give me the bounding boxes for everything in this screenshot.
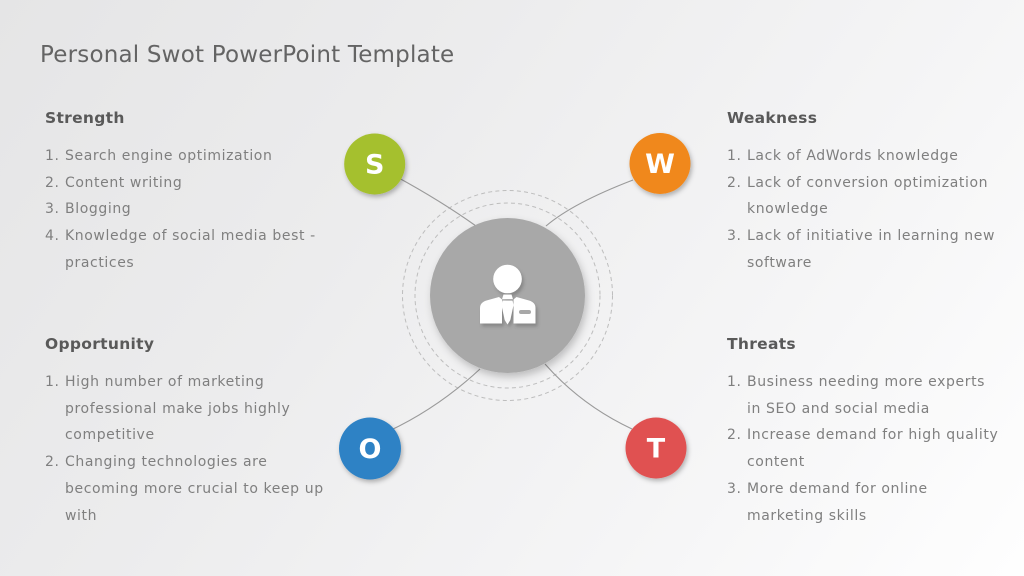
strength-badge: S — [344, 133, 406, 195]
item-text: Blogging — [65, 201, 132, 218]
list-item: 1. High number of marketing professional… — [45, 369, 355, 449]
list-item: 3. More demand for online marketing skil… — [727, 476, 1024, 529]
section-strength: Strength 1. Search engine optimization 2… — [45, 107, 355, 277]
item-number: 1. — [45, 374, 60, 390]
connector-line-opportunity — [388, 368, 481, 432]
list-item: 1. Lack of AdWords knowledge — [727, 143, 1024, 170]
item-number: 3. — [45, 201, 60, 218]
section-weakness: Weakness 1. Lack of AdWords knowledge 2.… — [727, 107, 1024, 277]
pocket-dash-icon — [519, 310, 531, 314]
list-item: 2. Content writing — [45, 170, 355, 197]
person-head — [493, 264, 522, 294]
weakness-list: 1. Lack of AdWords knowledge 2. Lack of … — [727, 143, 1024, 277]
item-text: High number of marketing professional ma… — [65, 374, 291, 444]
person-tie-knot — [502, 294, 513, 300]
person-tie — [501, 300, 514, 325]
weakness-badge-letter: W — [645, 149, 675, 180]
strength-list: 1. Search engine optimization 2. Content… — [45, 143, 355, 277]
weakness-badge-circle — [629, 133, 691, 194]
item-number: 4. — [45, 228, 60, 245]
opportunity-badge-letter: O — [359, 434, 382, 465]
item-text: Content writing — [65, 174, 183, 191]
list-item: 3. Lack of initiative in learning new so… — [727, 223, 1024, 276]
threats-badge-circle — [625, 417, 687, 479]
page-title: Personal Swot PowerPoint Template — [40, 42, 455, 68]
item-text: Increase demand for high quality content — [747, 427, 999, 471]
weakness-heading: Weakness — [727, 109, 818, 127]
section-threats: Threats 1. Business needing more experts… — [727, 333, 1024, 529]
dashed-orbit-outer — [402, 190, 613, 401]
item-number: 1. — [727, 374, 742, 390]
item-number: 3. — [727, 228, 742, 245]
item-text: Business needing more experts in SEO and… — [747, 374, 986, 417]
threats-badge: T — [625, 417, 687, 479]
item-text: More demand for online marketing skills — [747, 480, 928, 524]
item-text: Search engine optimization — [65, 148, 273, 164]
item-number: 1. — [727, 148, 742, 164]
person-left-shoulder — [480, 297, 502, 324]
list-item: 2. Changing technologies are becoming mo… — [45, 449, 355, 529]
strength-badge-letter: S — [365, 150, 384, 181]
connector-line-threats — [544, 363, 633, 430]
list-item: 1. Business needing more experts in SEO … — [727, 369, 1024, 422]
item-text: Changing technologies are becoming more … — [65, 454, 324, 524]
list-item: 1. Search engine optimization — [45, 143, 355, 170]
list-item: 2. Lack of conversion optimization knowl… — [727, 170, 1024, 223]
item-number: 1. — [45, 148, 60, 164]
list-item: 3. Blogging — [45, 196, 355, 223]
list-item: 2. Increase demand for high quality cont… — [727, 422, 1024, 475]
weakness-badge: W — [629, 133, 691, 194]
item-text: Knowledge of social media best - practic… — [65, 228, 316, 271]
opportunity-badge-circle — [339, 417, 401, 480]
strength-heading: Strength — [45, 109, 125, 127]
item-number: 2. — [45, 174, 60, 191]
threats-badge-letter: T — [647, 434, 666, 465]
section-opportunity: Opportunity 1. High number of marketing … — [45, 333, 355, 529]
dashed-orbit-inner — [414, 202, 601, 389]
threats-heading: Threats — [727, 335, 796, 353]
item-text: Lack of initiative in learning new softw… — [747, 228, 996, 271]
threats-list: 1. Business needing more experts in SEO … — [727, 369, 1024, 529]
connector-line-weakness — [545, 179, 634, 227]
strength-badge-circle — [344, 133, 406, 195]
connector-line-strength — [396, 176, 477, 227]
opportunity-list: 1. High number of marketing professional… — [45, 369, 355, 529]
opportunity-badge: O — [339, 417, 401, 480]
opportunity-heading: Opportunity — [45, 335, 155, 353]
businessman-icon — [480, 264, 536, 325]
list-item: 4. Knowledge of social media best - prac… — [45, 223, 355, 276]
item-text: Lack of AdWords knowledge — [747, 148, 959, 164]
item-number: 3. — [727, 480, 742, 497]
item-number: 2. — [727, 427, 742, 444]
item-number: 2. — [727, 174, 742, 191]
item-number: 2. — [45, 454, 60, 471]
item-text: Lack of conversion optimization knowledg… — [747, 174, 989, 218]
